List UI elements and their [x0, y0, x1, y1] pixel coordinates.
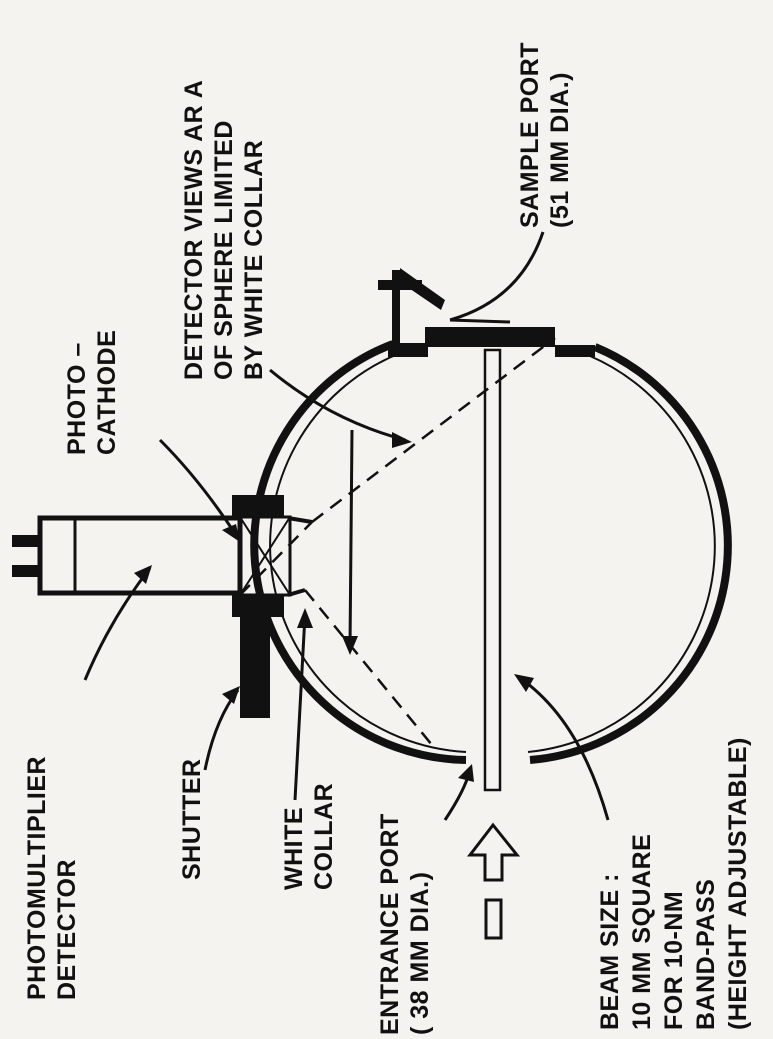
fov-line-lower: [304, 589, 433, 746]
sphere-inner-wall-right: [527, 355, 716, 753]
labels: PHOTOMULTIPLIER DETECTOR SHUTTER WHITE C…: [23, 42, 752, 1035]
photocathode-window: [238, 515, 292, 597]
leader-sample-port-tail: [449, 318, 511, 324]
label-detector-views-line-3: BY WHITE COLLAR: [240, 140, 268, 380]
label-shutter-line-1: SHUTTER: [178, 758, 206, 880]
incoming-beam-arrow: [466, 822, 521, 940]
field-of-view-lines: [239, 337, 556, 746]
label-beam-size-line-5: (HEIGHT ADJUSTABLE): [724, 737, 752, 1030]
label-entrance-port-line-1: ENTRANCE PORT: [376, 813, 404, 1035]
window-cross-2: [239, 516, 291, 596]
leader-photocathode-head: [222, 524, 240, 542]
label-detector-views-line-2: OF SPHERE LIMITED: [210, 120, 238, 380]
leader-shutter-head: [222, 686, 240, 704]
leader-entrance-port-head: [458, 764, 474, 782]
detector-mount-top: [232, 495, 284, 517]
label-beam-size: BEAM SIZE : 10 MM SQUARE FOR 10-NM BAND-…: [596, 737, 752, 1030]
beam-path: [483, 348, 502, 792]
label-beam-size-line-2: 10 MM SQUARE: [628, 834, 656, 1030]
leader-sample-port: [449, 231, 545, 322]
label-photocathode-line-1: PHOTO –: [63, 342, 91, 455]
leader-white-collar-head: [297, 608, 313, 628]
sample-holder-arm: [400, 268, 445, 310]
label-sample-port-line-1: SAMPLE PORT: [516, 42, 544, 228]
label-shutter: SHUTTER: [178, 758, 206, 880]
sphere-outer-wall-right: [529, 343, 732, 764]
sample-port: [378, 268, 595, 357]
label-detector-views-line-1: DETECTOR VIEWS AR A: [180, 80, 208, 380]
sphere-outer-wall: [250, 340, 467, 764]
view-limit-head-bottom: [342, 636, 358, 655]
leader-arrows: [83, 231, 610, 821]
leader-photomultiplier: [83, 567, 152, 681]
beam-rod: [483, 348, 502, 792]
sample-holder-clamp: [378, 280, 422, 290]
label-white-collar-line-2: COLLAR: [310, 783, 338, 890]
label-beam-size-line-1: BEAM SIZE :: [596, 873, 624, 1030]
label-beam-size-line-3: FOR 10-NM: [660, 891, 688, 1030]
photomultiplier-detector: [12, 495, 292, 617]
label-photomultiplier-line-1: PHOTOMULTIPLIER: [23, 756, 51, 1000]
label-entrance-port: ENTRANCE PORT ( 38 MM DIA.): [376, 813, 434, 1035]
leader-beam-size: [519, 676, 610, 821]
white-collar-lips: [287, 516, 313, 597]
leader-detector-views-head: [392, 432, 412, 448]
sample-holder-post: [392, 270, 400, 348]
leader-photomultiplier-head: [134, 565, 152, 584]
leader-white-collar: [293, 614, 307, 801]
beam-arrow-tail: [484, 898, 503, 940]
leader-photocathode: [158, 438, 238, 536]
pmt-pin-2: [12, 565, 40, 577]
integrating-sphere: [250, 340, 732, 764]
sample-port-plate: [425, 327, 555, 347]
label-sample-port: SAMPLE PORT (51 MM DIA.): [516, 42, 574, 228]
view-limit-line: [348, 429, 354, 649]
leader-beam-size-head: [514, 674, 534, 692]
label-beam-size-line-4: BAND-PASS: [692, 879, 720, 1030]
pmt-pin-1: [12, 535, 40, 547]
label-photomultiplier-line-2: DETECTOR: [53, 859, 81, 1000]
beam-arrow-head: [466, 822, 521, 882]
label-photocathode-line-2: CATHODE: [93, 330, 121, 455]
label-white-collar-line-1: WHITE: [280, 807, 308, 890]
fov-line-cross: [239, 521, 313, 596]
label-sample-port-line-2: (51 MM DIA.): [546, 72, 574, 228]
view-limit-arrow: [342, 429, 358, 655]
label-white-collar: WHITE COLLAR: [280, 783, 338, 890]
sample-port-ledge: [555, 345, 595, 357]
white-collar: [287, 516, 313, 597]
label-photomultiplier-detector: PHOTOMULTIPLIER DETECTOR: [23, 756, 81, 1000]
label-entrance-port-line-2: ( 38 MM DIA.): [406, 872, 434, 1035]
shutter-plate: [240, 600, 270, 718]
leader-detector-views: [269, 368, 406, 442]
label-photocathode: PHOTO – CATHODE: [63, 330, 121, 455]
label-detector-views: DETECTOR VIEWS AR A OF SPHERE LIMITED BY…: [180, 80, 268, 380]
sphere-inner-wall: [269, 353, 467, 753]
